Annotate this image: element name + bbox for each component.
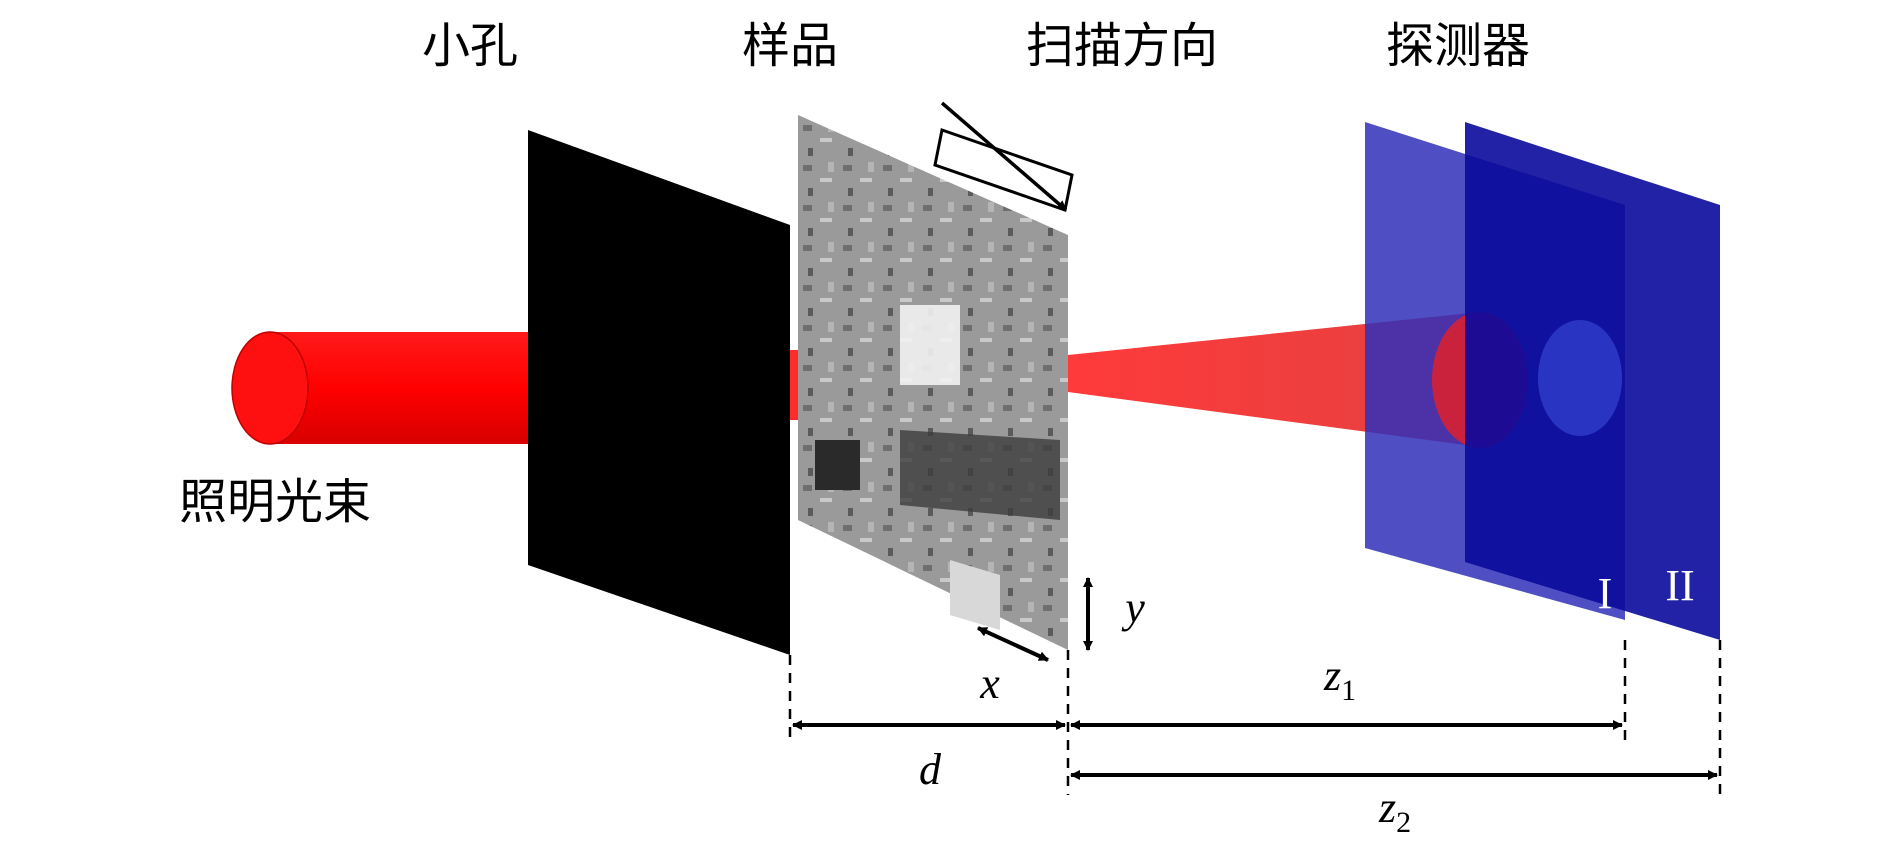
beam-label: 照明光束 bbox=[179, 474, 371, 530]
detector-label: 探测器 bbox=[1386, 18, 1530, 74]
detector-plane-2-label: II bbox=[1665, 561, 1694, 610]
pinhole-screen bbox=[528, 130, 790, 655]
pattern-spot-2 bbox=[1538, 320, 1622, 436]
reference-dashes bbox=[788, 640, 1722, 795]
x-axis-arrow bbox=[977, 626, 1049, 662]
sample-label: 样品 bbox=[742, 18, 838, 74]
detector-plane-1-label: I bbox=[1598, 569, 1613, 618]
z2-label: z2 bbox=[1378, 783, 1411, 839]
scan-direction-label: 扫描方向 bbox=[1026, 18, 1218, 74]
x-axis-label: x bbox=[979, 659, 1000, 708]
z1-label: z1 bbox=[1323, 651, 1356, 707]
scan-direction-glyph bbox=[933, 101, 1074, 212]
sample-plane bbox=[798, 115, 1068, 650]
pinhole-label: 小孔 bbox=[422, 18, 518, 74]
y-axis-label: y bbox=[1121, 583, 1145, 632]
d-label: d bbox=[919, 745, 942, 794]
